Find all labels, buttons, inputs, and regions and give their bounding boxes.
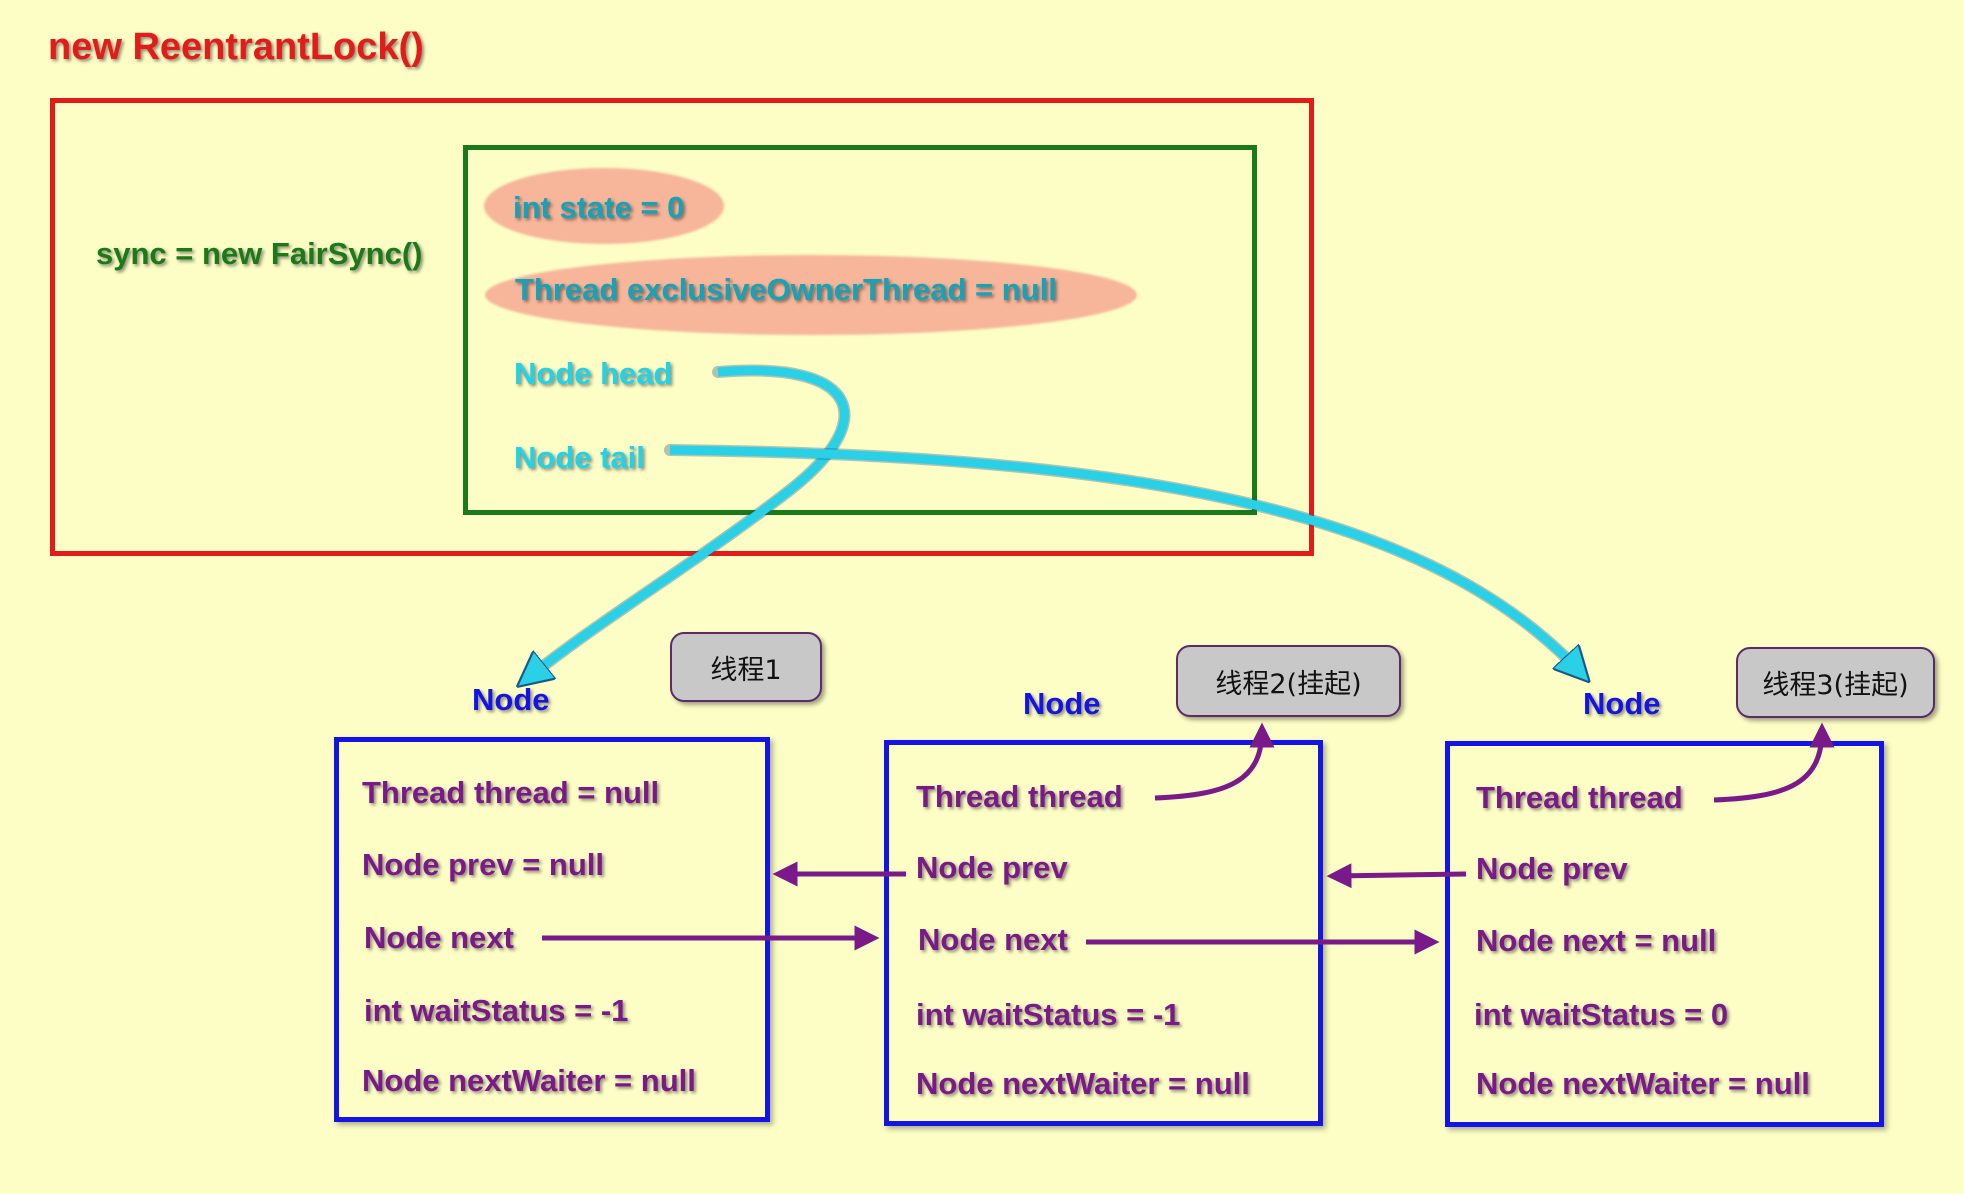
- node-1-prev-field: Node prev = null: [362, 847, 605, 882]
- node-1-thread-field: Thread thread = null: [362, 775, 660, 810]
- node-1-label: Node: [472, 682, 550, 717]
- node-3-waitstatus-field: int waitStatus = 0: [1474, 997, 1729, 1032]
- node-2-prev-field: Node prev: [916, 850, 1068, 885]
- state-highlight: [484, 168, 724, 244]
- node-2-label: Node: [1023, 686, 1101, 721]
- node-2-next-field: Node next: [918, 922, 1068, 957]
- sync-label: sync = new FairSync(): [96, 236, 423, 271]
- node-1-next-field: Node next: [364, 920, 514, 955]
- head-field: Node head: [514, 356, 673, 391]
- node-2-nextwaiter-field: Node nextWaiter = null: [916, 1066, 1250, 1101]
- node-2-thread-badge: 线程2(挂起): [1176, 645, 1401, 717]
- node-3-label: Node: [1583, 686, 1661, 721]
- node-1-waitstatus-field: int waitStatus = -1: [364, 993, 629, 1028]
- node-2-thread-field: Thread thread: [916, 779, 1123, 814]
- state-field: int state = 0: [513, 190, 685, 225]
- node-1-box: [334, 737, 770, 1122]
- tail-field: Node tail: [514, 440, 645, 475]
- node-3-next-field: Node next = null: [1476, 923, 1717, 958]
- node-3-box: [1445, 741, 1884, 1127]
- node-2-waitstatus-field: int waitStatus = -1: [916, 997, 1181, 1032]
- owner-highlight: [485, 255, 1137, 335]
- node-3-thread-field: Thread thread: [1476, 780, 1683, 815]
- node-1-nextwaiter-field: Node nextWaiter = null: [362, 1063, 696, 1098]
- node-3-prev-field: Node prev: [1476, 851, 1628, 886]
- node-1-thread-badge: 线程1: [670, 632, 822, 702]
- node-2-box: [884, 740, 1323, 1126]
- node-3-nextwaiter-field: Node nextWaiter = null: [1476, 1066, 1810, 1101]
- node-3-thread-badge: 线程3(挂起): [1736, 647, 1935, 718]
- owner-thread-field: Thread exclusiveOwnerThread = null: [515, 272, 1057, 307]
- diagram-title: new ReentrantLock(): [48, 26, 424, 68]
